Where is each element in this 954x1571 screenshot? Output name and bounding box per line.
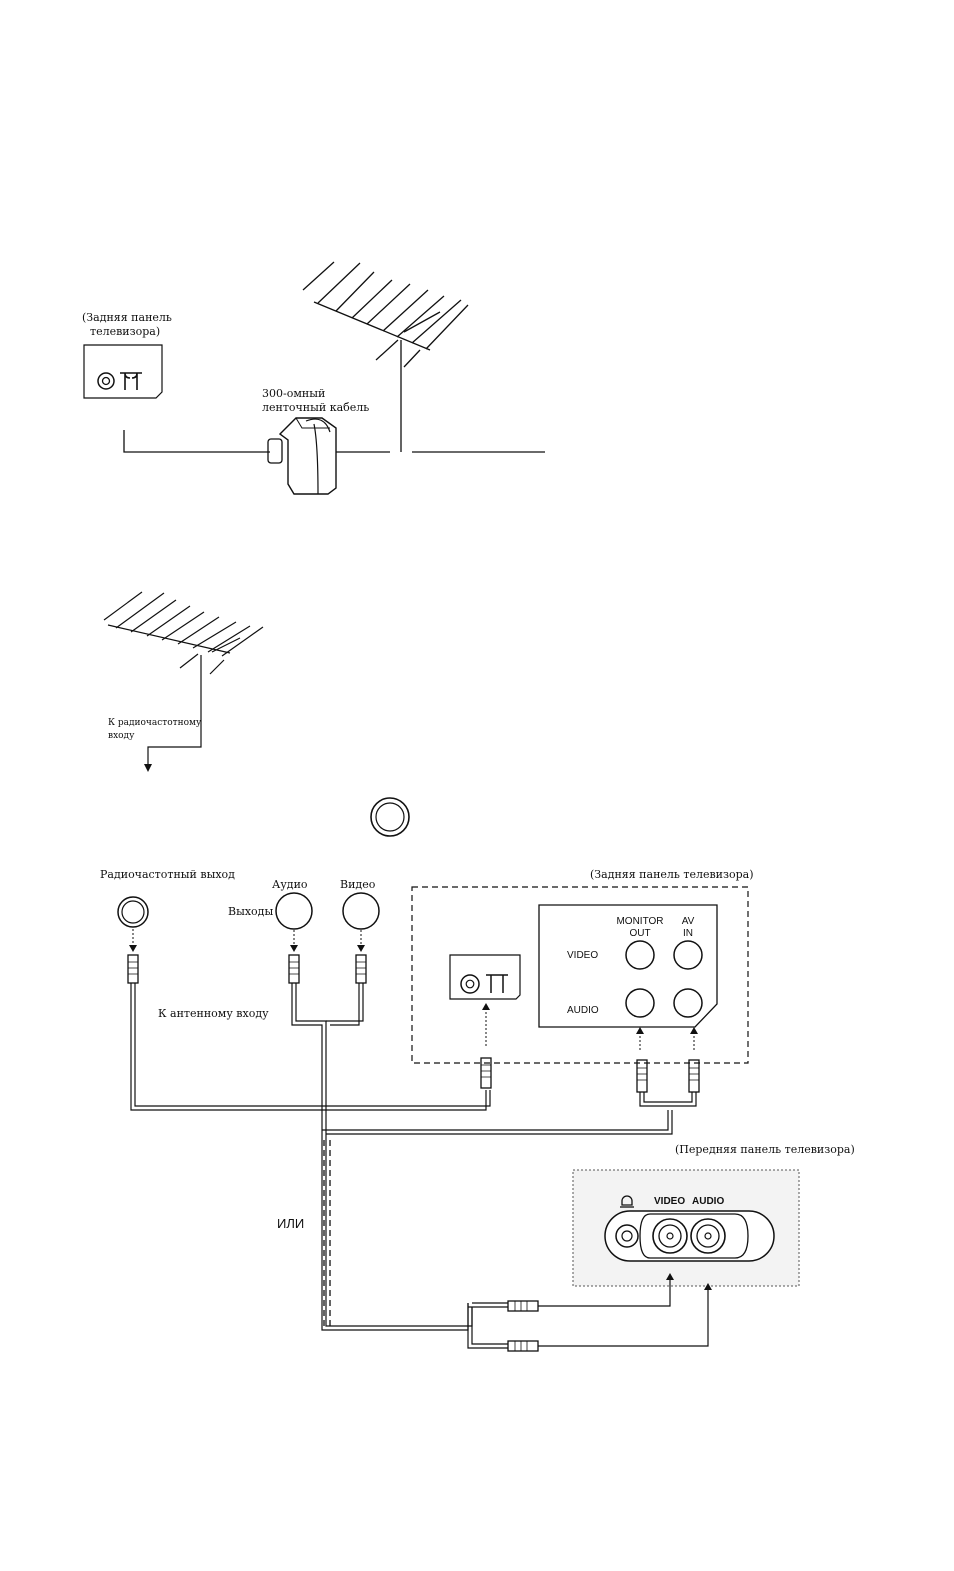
rear-antenna-jack-box	[450, 955, 520, 999]
row-video-label: VIDEO	[567, 950, 598, 961]
antenna-terminal-icon	[120, 373, 142, 390]
av-in-label-2: IN	[683, 928, 693, 939]
av-in-label-1: AV	[682, 916, 695, 927]
av-in-audio-plug	[637, 1060, 647, 1092]
video-output-label: Видео	[340, 878, 376, 891]
diagram-tv-300ohm-antenna: (Задняя панель телевизора) 300-омный лен…	[82, 262, 545, 494]
front-audio-plug	[508, 1341, 538, 1351]
rf-output-jack	[118, 897, 148, 927]
yagi-antenna-small-icon	[104, 592, 263, 772]
outputs-label: Выходы	[228, 905, 273, 918]
coax-jack-icon	[98, 373, 114, 389]
monitor-out-label-2: OUT	[629, 928, 650, 939]
tv-rear-panel-label-1: (Задняя панель	[82, 311, 172, 324]
av-in-audio-jack	[674, 989, 702, 1017]
tv-rear-panel-box	[84, 345, 162, 398]
rf-jack-marker-icon	[371, 798, 409, 836]
video-cable-plug	[356, 955, 366, 983]
ribbon-cable-line	[124, 430, 545, 452]
av-in-video-plug	[689, 1060, 699, 1092]
audio-output-label: Аудио	[272, 878, 308, 891]
antenna-input-label: К антенному входу	[158, 1007, 269, 1020]
or-label: ИЛИ	[277, 1216, 304, 1231]
audio-cable-plug	[289, 955, 299, 983]
av-cable-bundle	[292, 983, 696, 1348]
matching-transformer-icon	[268, 418, 336, 494]
tv-rear-panel-label-2: телевизора)	[90, 325, 160, 338]
rf-output-label: Радиочастотный выход	[100, 868, 235, 881]
front-video-label: VIDEO	[654, 1196, 685, 1207]
av-in-video-jack	[674, 941, 702, 969]
yagi-antenna-icon	[303, 262, 468, 452]
cable-label-2: ленточный кабель	[262, 401, 369, 414]
rf-cable-plug	[128, 955, 138, 983]
or-dashed-path	[324, 1140, 330, 1326]
tv-rear-panel-box	[412, 887, 748, 1063]
diagram-antenna-to-rf-input: К радиочастотному входу	[104, 592, 263, 772]
monitor-out-video-jack	[626, 941, 654, 969]
row-audio-label: AUDIO	[567, 1005, 599, 1016]
av-terminal-panel: MONITOR OUT AV IN VIDEO AUDIO	[539, 905, 717, 1027]
tv-rear-panel-label: (Задняя панель телевизора)	[590, 868, 754, 881]
rf-cable	[131, 983, 490, 1110]
audio-output-jack	[276, 893, 312, 929]
front-audio-label: AUDIO	[692, 1196, 724, 1207]
tv-front-panel-label: (Передняя панель телевизора)	[675, 1143, 855, 1156]
diagram-av-connections: Радиочастотный выход Аудио Видео Выходы …	[100, 868, 855, 1351]
video-output-jack	[343, 893, 379, 929]
front-video-plug	[508, 1301, 538, 1311]
rf-input-label-1: К радиочастотному	[108, 718, 202, 728]
monitor-out-audio-jack	[626, 989, 654, 1017]
cable-label-1: 300-омный	[262, 387, 325, 400]
monitor-out-label-1: MONITOR	[616, 916, 663, 927]
rf-input-label-2: входу	[108, 731, 135, 741]
